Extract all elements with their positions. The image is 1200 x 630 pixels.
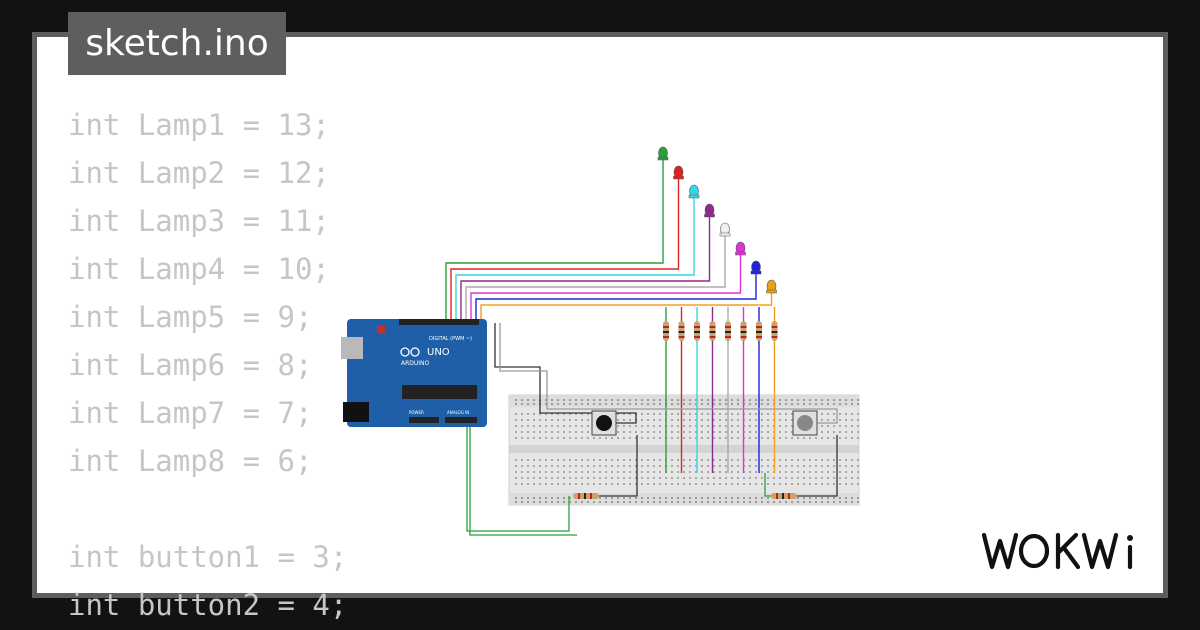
code-line: int Lamp7 = 7; [68,396,313,430]
board-digital-label: DIGITAL (PWM ~) [429,336,472,342]
board-power-label: POWER [409,410,424,415]
led-7 [750,260,762,275]
led-1 [657,146,669,161]
resistor-4 [709,321,716,341]
push-button-2[interactable] [792,410,818,436]
led-6 [735,241,746,256]
board-analog-label: ANALOG IN [447,410,469,415]
code-line: int Lamp4 = 10; [68,252,330,286]
led-4 [704,203,715,218]
circuit-diagram: DIGITAL (PWM ~) UNO ARDUINO POWER ANALOG… [341,146,860,536]
resistor-5 [725,321,731,341]
code-line: int button1 = 3; [68,540,348,574]
resistor-6 [740,321,747,341]
wokwi-logo [981,532,1133,570]
resistor-row [663,321,778,341]
led-row [657,146,777,294]
led-8 [766,279,777,294]
resistor-8 [771,321,778,341]
code-line: int Lamp3 = 11; [68,204,330,238]
led-5 [719,222,731,237]
code-snippet: int Lamp1 = 13; int Lamp2 = 12; int Lamp3 … [68,101,347,629]
resistor-3 [694,321,700,341]
resistor-2 [678,321,685,341]
code-line: int Lamp1 = 13; [68,108,330,142]
push-button-1[interactable] [591,410,617,436]
board-brand-label: ARDUINO [401,360,430,367]
pulldown-resistor-1 [573,493,599,499]
code-line: int Lamp2 = 12; [68,156,330,190]
code-line [68,485,347,533]
arduino-uno-board: DIGITAL (PWM ~) UNO ARDUINO POWER ANALOG… [341,319,487,427]
preview-card: int Lamp1 = 13; int Lamp2 = 12; int Lamp3 … [37,37,1163,622]
led-2 [673,165,684,180]
file-tab: sketch.ino [68,12,286,75]
resistor-7 [756,321,762,341]
resistor-1 [663,321,669,341]
code-line: int Lamp5 = 9; [68,300,313,334]
code-line: int Lamp6 = 8; [68,348,313,382]
board-model-label: UNO [427,347,450,358]
led-3 [688,184,700,199]
code-line: int Lamp8 = 6; [68,444,313,478]
pulldown-resistor-2 [771,493,797,499]
code-line: int button2 = 4; [68,588,348,622]
